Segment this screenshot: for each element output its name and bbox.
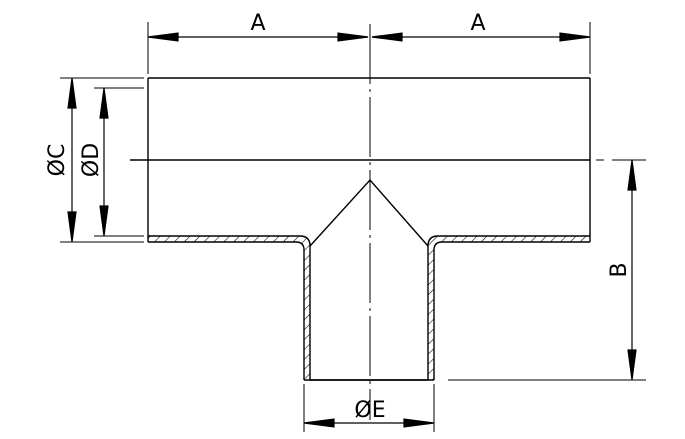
arrowhead xyxy=(99,87,109,119)
outline xyxy=(147,77,591,381)
label-d: ØD xyxy=(79,143,104,177)
arrowhead xyxy=(403,418,435,428)
arrowhead xyxy=(337,32,369,42)
arrowhead xyxy=(627,349,637,381)
arrowhead xyxy=(67,211,77,243)
label-a-left: A xyxy=(250,11,265,36)
arrowhead xyxy=(67,77,77,109)
arrowhead xyxy=(559,32,591,42)
arrowhead xyxy=(99,205,109,237)
wall-hatching xyxy=(148,236,590,380)
label-a-right: A xyxy=(470,11,485,36)
extension-lines xyxy=(60,22,646,432)
outer-outline xyxy=(148,241,590,380)
arrowhead xyxy=(147,32,179,42)
right-wall-hatch xyxy=(428,236,590,380)
arrowhead xyxy=(303,418,335,428)
label-b: B xyxy=(607,262,632,277)
label-e: ØE xyxy=(354,398,385,423)
left-wall-hatch xyxy=(148,236,310,380)
arrowhead xyxy=(627,159,637,191)
label-c: ØC xyxy=(45,144,70,177)
arrowhead xyxy=(371,32,403,42)
intersection-curve xyxy=(309,178,429,247)
dimension-lines xyxy=(67,32,637,428)
inner-outline xyxy=(148,235,590,381)
center-lines xyxy=(130,24,604,420)
